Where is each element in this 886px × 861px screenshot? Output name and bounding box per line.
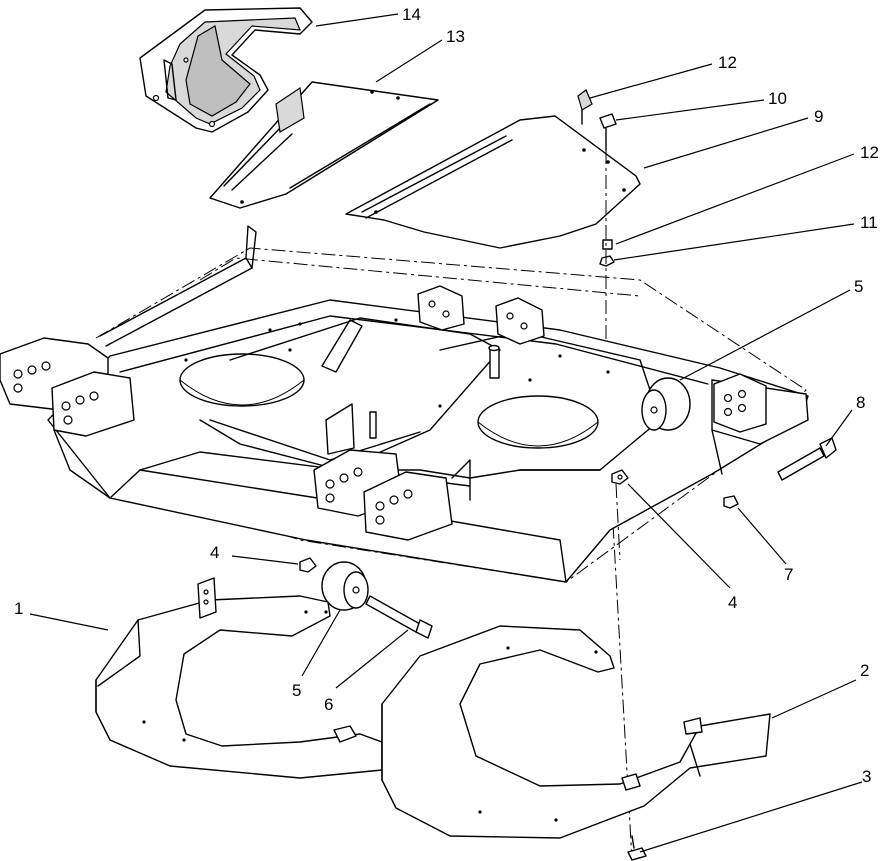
- part-5-roller-left: [321, 561, 369, 611]
- callout-10: 10: [768, 89, 787, 108]
- callout-labels: 14 13 12 10 9 12 11 5 8 7 4 4 1 5 6 2 3: [14, 5, 879, 786]
- part-12-spacer: [602, 239, 613, 250]
- callout-5-right: 5: [854, 277, 863, 296]
- callout-9: 9: [814, 107, 823, 126]
- front-center-brackets: [313, 449, 471, 541]
- part-14-cover: [139, 7, 313, 133]
- callout-5-left: 5: [292, 681, 301, 700]
- callout-14: 14: [402, 5, 421, 24]
- callout-12-mid: 12: [860, 143, 879, 162]
- callout-7: 7: [784, 565, 793, 584]
- callout-13: 13: [446, 27, 465, 46]
- part-13-plate: [209, 81, 439, 209]
- leader-lines: [29, 13, 863, 853]
- left-side-brackets: [0, 337, 135, 499]
- part-1-blade-guard: [95, 577, 383, 779]
- part-6-bolt: [365, 595, 433, 639]
- axis-line-nut: [615, 483, 621, 561]
- part-4-nut-right: [611, 469, 629, 485]
- callout-12-top: 12: [718, 53, 737, 72]
- callout-3: 3: [862, 767, 871, 786]
- part-7-nut: [723, 495, 739, 509]
- callout-11: 11: [860, 213, 878, 232]
- part-10-bolt: [599, 113, 617, 151]
- callout-8: 8: [856, 393, 865, 412]
- part-8-bolt: [777, 437, 837, 481]
- part-12-knob: [577, 89, 593, 125]
- callout-6: 6: [324, 695, 333, 714]
- callout-1: 1: [14, 599, 23, 618]
- part-2-blade-guard: [381, 625, 771, 839]
- part-3-bolt: [627, 835, 647, 861]
- right-side-bracket: [713, 373, 767, 433]
- callout-4-left: 4: [210, 543, 219, 562]
- part-5-roller-right: [641, 377, 691, 431]
- part-11-nut: [599, 255, 615, 267]
- callout-4-right: 4: [728, 593, 737, 612]
- part-4-nut-left: [299, 557, 317, 573]
- callout-2: 2: [860, 661, 869, 680]
- part-9-plate: [345, 115, 641, 249]
